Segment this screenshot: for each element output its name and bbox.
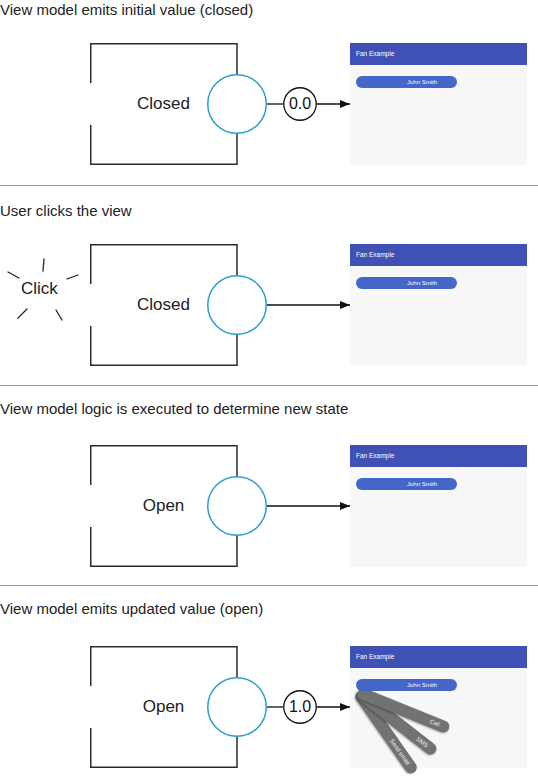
app-screen: Fan ExampleJohn Smith — [350, 244, 527, 366]
panel-heading: View model emits updated value (open) — [0, 600, 263, 617]
data-flow-arrow — [267, 103, 283, 104]
panel-heading: View model emits initial value (closed) — [0, 1, 253, 18]
emitted-value-circle: 0.0 — [283, 87, 317, 121]
app-screen: Fan ExampleJohn Smith — [350, 445, 527, 567]
box-text-holder: Closed — [90, 43, 237, 165]
emitted-value: 1.0 — [289, 698, 311, 716]
spark-line — [43, 259, 44, 271]
panel-separator — [0, 585, 538, 586]
output-port-circle — [208, 678, 267, 737]
spark-line — [67, 275, 78, 279]
data-flow-arrow — [267, 505, 350, 506]
app-toolbar-title: Fan Example — [350, 244, 527, 266]
contact-pill: John Smith — [356, 76, 457, 88]
app-screen: Send emailSMSCallFan ExampleJohn Smith — [350, 646, 527, 768]
data-flow-arrow — [317, 706, 350, 707]
app-screen: Fan ExampleJohn Smith — [350, 43, 527, 165]
view-model-box: Open — [90, 646, 267, 768]
panel-heading: User clicks the view — [0, 202, 132, 219]
state-label: Closed — [137, 295, 190, 315]
click-label: Click — [21, 279, 58, 299]
click-sparks — [8, 259, 78, 320]
state-label: Open — [143, 697, 185, 717]
box-text-holder: Open — [90, 445, 237, 567]
data-flow-arrow — [317, 103, 350, 104]
output-port-circle — [208, 477, 267, 536]
output-port-circle — [208, 75, 267, 134]
spark-line — [8, 272, 19, 278]
data-flow-arrow — [267, 304, 350, 305]
emit-text-holder: 0.0 — [283, 87, 317, 121]
output-port-circle — [208, 276, 267, 335]
emitted-value-circle: 1.0 — [283, 690, 317, 724]
emit-text-holder: 1.0 — [283, 690, 317, 724]
app-toolbar-title: Fan Example — [350, 445, 527, 467]
app-toolbar-title: Fan Example — [350, 646, 527, 668]
view-model-box: Closed — [90, 43, 267, 165]
emitted-value: 0.0 — [289, 95, 311, 113]
view-model-box: Closed — [90, 244, 267, 366]
contact-pill: John Smith — [356, 478, 457, 490]
state-label: Closed — [137, 94, 190, 114]
box-text-holder: Open — [90, 646, 237, 768]
app-toolbar-title: Fan Example — [350, 43, 527, 65]
panel-heading: View model logic is executed to determin… — [0, 400, 348, 417]
view-model-box: Open — [90, 445, 267, 567]
panel-separator — [0, 385, 538, 386]
panel-separators — [0, 186, 538, 586]
spark-line — [56, 310, 62, 320]
box-text-holder: Closed — [90, 244, 237, 366]
emit-circle — [284, 691, 317, 724]
spark-line — [18, 309, 27, 318]
panel-separator — [0, 185, 538, 186]
emit-circle — [284, 88, 317, 121]
contact-pill: John Smith — [356, 679, 457, 691]
data-flow-arrow — [267, 706, 283, 707]
contact-pill: John Smith — [356, 277, 457, 289]
state-label: Open — [143, 496, 185, 516]
